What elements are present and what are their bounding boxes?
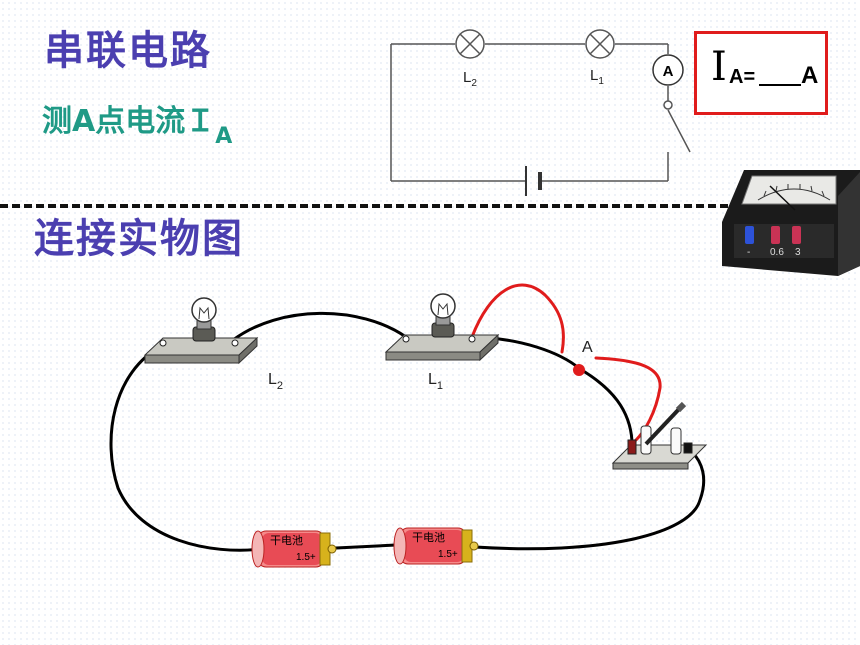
lamp-l1-picture bbox=[384, 293, 500, 362]
meter-face bbox=[741, 175, 837, 205]
schematic-lamp-l2 bbox=[455, 29, 485, 59]
schematic-ammeter bbox=[652, 54, 684, 86]
meter-body-side bbox=[838, 172, 860, 276]
meter-scale-arc bbox=[757, 188, 831, 201]
point-a-marker bbox=[573, 364, 585, 376]
page-title: 串联电路 bbox=[44, 28, 212, 74]
schematic-lamp-l1 bbox=[585, 29, 615, 59]
wiring-l2-label: L2 bbox=[268, 371, 283, 392]
subtitle-subscript: A bbox=[215, 124, 233, 149]
wire-battery-to-battery bbox=[334, 543, 398, 550]
meter-terminal-06 bbox=[771, 226, 780, 244]
meter-label-negative: - bbox=[747, 247, 750, 258]
wire-l2-to-l1 bbox=[231, 311, 408, 342]
meter-label-06: 0.6 bbox=[770, 247, 784, 258]
wire-l2-to-battery bbox=[109, 343, 264, 552]
schematic-ammeter-symbol: A bbox=[663, 63, 674, 80]
schematic-switch-arm bbox=[667, 109, 691, 153]
answer-label: A= bbox=[729, 66, 756, 88]
answer-blank[interactable] bbox=[759, 84, 801, 86]
battery-2-voltage: 1.5+ bbox=[438, 549, 458, 560]
current-symbol: I bbox=[711, 44, 727, 90]
subtitle: 测A点电流ＩA bbox=[42, 96, 232, 149]
dashed-divider bbox=[0, 204, 860, 208]
battery-1-picture: 干电池 1.5+ bbox=[251, 530, 337, 568]
schematic-l1-label: L1 bbox=[590, 67, 604, 87]
meter-terminal-negative bbox=[745, 226, 754, 244]
knife-switch-picture bbox=[611, 401, 708, 470]
schematic-l2-label: L2 bbox=[463, 69, 477, 89]
meter-terminal-panel bbox=[734, 224, 834, 258]
wire-battery-to-switch bbox=[473, 450, 706, 551]
meter-terminal-3 bbox=[792, 226, 801, 244]
battery-2-picture: 干电池 1.5+ bbox=[393, 527, 479, 565]
wire-point-a-to-switch bbox=[578, 367, 634, 443]
subtitle-text: 测A点电流Ｉ bbox=[42, 104, 216, 139]
answer-box: I A= A bbox=[694, 31, 828, 115]
wiring-l1-label: L1 bbox=[428, 371, 443, 392]
point-a-label: A bbox=[582, 339, 593, 356]
schematic-switch-pivot bbox=[663, 100, 673, 110]
meter-body bbox=[722, 170, 860, 276]
section-title: 连接实物图 bbox=[34, 216, 244, 262]
wire-l1-to-point-a bbox=[470, 335, 582, 371]
battery-1-brand: 干电池 bbox=[270, 534, 303, 547]
answer-unit: A bbox=[801, 62, 819, 89]
red-wire-to-switch bbox=[594, 356, 662, 444]
meter-label-3: 3 bbox=[795, 247, 801, 258]
red-wire-l1-loop bbox=[470, 283, 565, 354]
lamp-l2-picture bbox=[143, 297, 259, 365]
battery-2-brand: 干电池 bbox=[412, 531, 445, 544]
battery-1-voltage: 1.5+ bbox=[296, 552, 316, 563]
